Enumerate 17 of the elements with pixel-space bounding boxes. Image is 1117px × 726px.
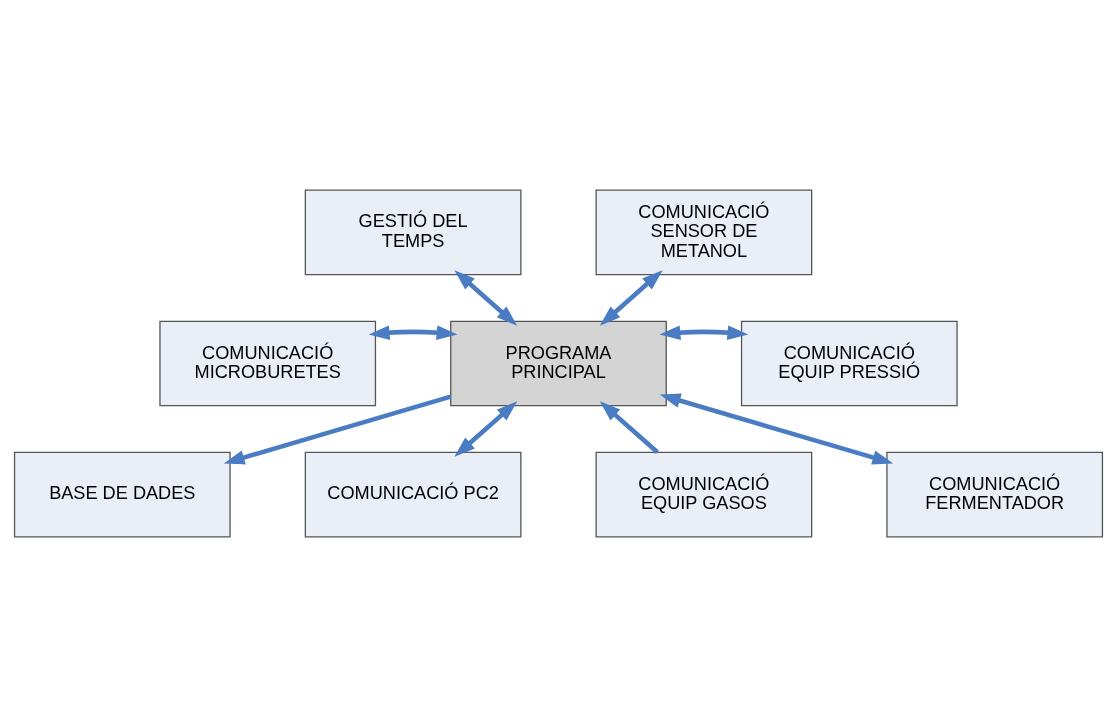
arrow	[659, 393, 894, 464]
arrow	[223, 393, 452, 464]
node-box: COMUNICACIÓ MICROBURETES	[159, 320, 377, 406]
node-box: COMUNICACIÓ FERMENTADOR	[886, 451, 1104, 537]
node-box: GESTIÓ DEL TEMPS	[304, 189, 522, 275]
arrow	[454, 269, 518, 326]
node-box: PROGRAMA PRINCIPAL	[450, 320, 667, 406]
node-box: BASE DE DADES	[13, 451, 231, 537]
arrow	[599, 400, 659, 454]
arrow	[659, 324, 749, 340]
node-box: COMUNICACIÓ SENSOR DE METANOL	[595, 189, 813, 275]
arrow	[599, 269, 663, 326]
arrow	[368, 324, 458, 340]
node-box: COMUNICACIÓ EQUIP GASOS	[595, 451, 813, 537]
arrow	[454, 400, 518, 457]
node-box: COMUNICACIÓ EQUIP PRESSIÓ	[740, 320, 958, 406]
node-box: COMUNICACIÓ PC2	[304, 451, 522, 537]
